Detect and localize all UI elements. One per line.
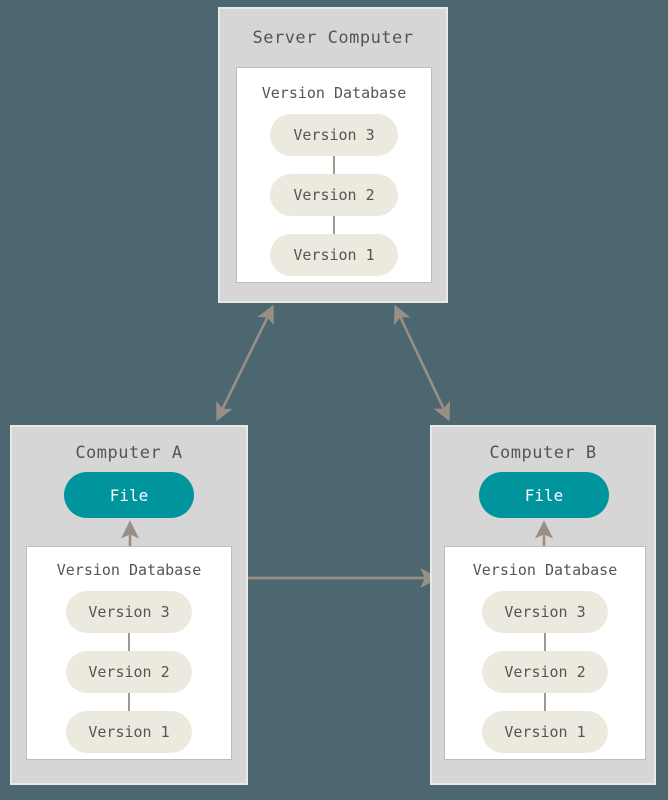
version-pill[interactable]: Version 2 <box>270 174 398 216</box>
arrow-server-to-computer-a <box>216 304 274 422</box>
server-computer-box: Server Computer Version Database Version… <box>218 7 448 303</box>
version-pill[interactable]: Version 3 <box>270 114 398 156</box>
computer-a-title: Computer A <box>75 443 183 463</box>
server-version-list: Version 3 Version 2 Version 1 <box>237 114 431 276</box>
version-connector <box>333 156 335 174</box>
version-pill[interactable]: Version 3 <box>66 591 192 633</box>
server-title: Server Computer <box>252 28 414 48</box>
version-connector <box>544 693 546 711</box>
arrow-server-to-computer-b <box>393 304 451 422</box>
computer-a-box: Computer A File Version Database Version… <box>10 425 248 785</box>
computer-b-version-list: Version 3 Version 2 Version 1 <box>445 591 645 753</box>
computer-b-box: Computer B File Version Database Version… <box>430 425 656 785</box>
version-pill[interactable]: Version 2 <box>482 651 608 693</box>
version-connector <box>333 216 335 234</box>
computer-a-version-database-title: Version Database <box>56 561 202 579</box>
server-version-database-box: Version Database Version 3 Version 2 Ver… <box>236 67 432 283</box>
version-pill[interactable]: Version 1 <box>66 711 192 753</box>
version-pill[interactable]: Version 3 <box>482 591 608 633</box>
computer-b-version-database-title: Version Database <box>472 561 618 579</box>
version-connector <box>128 693 130 711</box>
computer-b-version-database-box: Version Database Version 3 Version 2 Ver… <box>444 546 646 760</box>
computer-a-file-pill[interactable]: File <box>64 472 194 518</box>
version-pill[interactable]: Version 1 <box>482 711 608 753</box>
server-version-database-title: Version Database <box>261 84 407 102</box>
version-pill[interactable]: Version 1 <box>270 234 398 276</box>
computer-b-title: Computer B <box>489 443 597 463</box>
version-connector <box>128 633 130 651</box>
version-pill[interactable]: Version 2 <box>66 651 192 693</box>
computer-b-file-pill[interactable]: File <box>479 472 609 518</box>
version-connector <box>544 633 546 651</box>
computer-a-version-list: Version 3 Version 2 Version 1 <box>27 591 231 753</box>
computer-a-version-database-box: Version Database Version 3 Version 2 Ver… <box>26 546 232 760</box>
